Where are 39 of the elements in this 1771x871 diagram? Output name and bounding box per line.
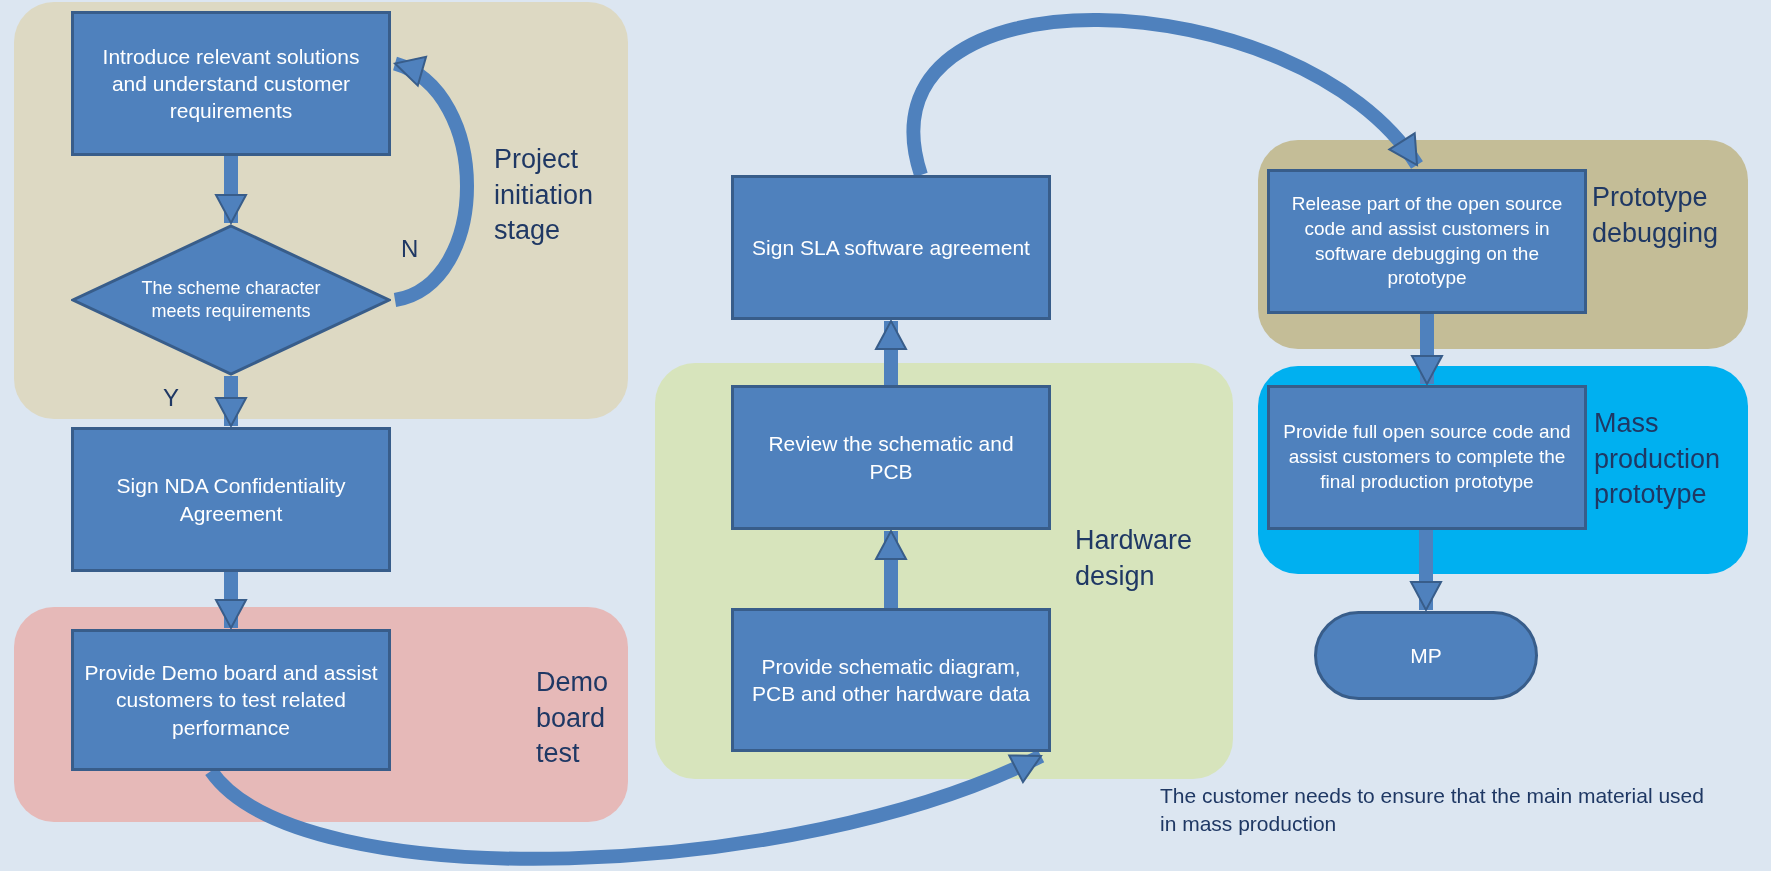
block-arrow — [215, 156, 247, 224]
note-text: The customer needs to ensure that the main material used in mass production — [1160, 783, 1705, 838]
stage-band — [1258, 366, 1748, 574]
process-box — [71, 11, 391, 156]
step-text: Provide Demo board and assist customers to test related performance — [84, 660, 378, 741]
stage-band — [655, 363, 1233, 779]
process-box — [731, 175, 1051, 320]
block-arrow — [875, 320, 907, 385]
process-box — [731, 608, 1051, 752]
stage-heading: Project initiation stage — [494, 143, 595, 248]
stage-heading: Demo board test — [536, 666, 610, 771]
process-box — [731, 385, 1051, 530]
block-arrow — [1410, 530, 1442, 611]
step-text: Sign NDA Confidentiality Agreement — [115, 473, 347, 527]
stage-band — [1258, 140, 1748, 349]
block-arrow — [392, 57, 474, 307]
stage-heading: Prototype debugging — [1592, 181, 1720, 250]
block-arrow — [215, 572, 247, 629]
process-box — [1267, 169, 1587, 314]
block-arrow — [1411, 314, 1443, 385]
step-text: Release part of the open source code and assist customers in software debugging on the prototype — [1290, 192, 1564, 291]
step-text: Provide full open source code and assist customers to complete the final production prototype — [1282, 420, 1572, 494]
step-text: Introduce relevant solutions and understand customer requirements — [101, 43, 361, 125]
step-text: Review the schematic and PCB — [767, 431, 1015, 485]
block-arrow — [215, 376, 247, 427]
block-arrow — [906, 13, 1423, 177]
process-box — [1267, 385, 1587, 530]
stage-band — [14, 607, 628, 822]
step-text: Provide schematic diagram, PCB and other hardware data — [751, 653, 1031, 707]
process-box — [71, 629, 391, 771]
block-arrow — [875, 530, 907, 608]
stage-heading: Hardware design — [1075, 524, 1194, 593]
step-text: Sign SLA software agreement — [752, 234, 1030, 261]
decision-diamond — [71, 224, 391, 376]
step-text: MP — [1410, 642, 1442, 669]
stage-heading: Mass production prototype — [1594, 407, 1722, 512]
stage-band — [14, 2, 628, 419]
step-text: The scheme character meets requirements — [140, 276, 322, 323]
process-box — [71, 427, 391, 572]
